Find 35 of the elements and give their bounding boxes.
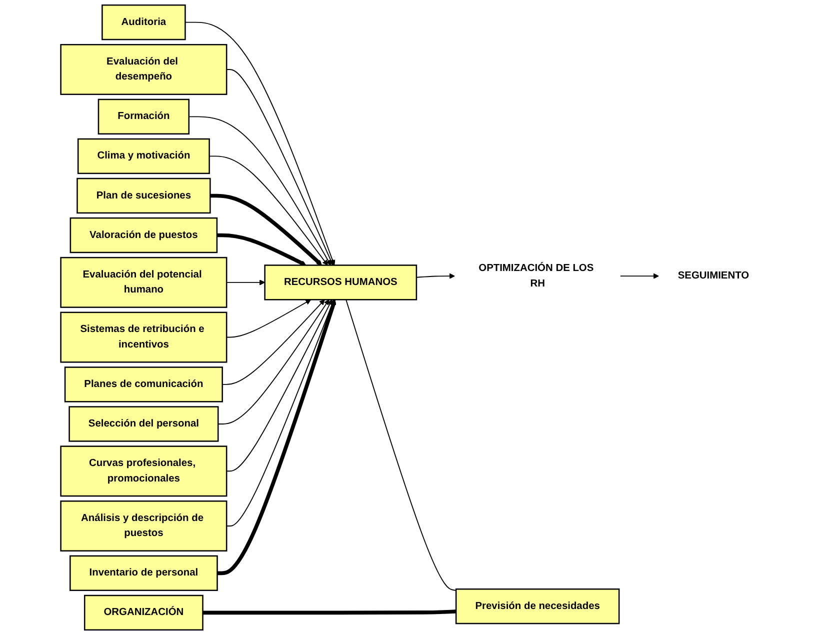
arrow [620,273,659,279]
arrow [188,116,332,266]
arrow [226,299,335,526]
node-box: Inventario de personal [70,555,218,591]
arrow [416,273,455,279]
node-text: OPTIMIZACIÓN DE LOS RH [478,262,594,289]
node-box: Análisis y descripción de puestos [60,500,228,552]
arrow [226,299,332,472]
node-box: Formación [98,98,190,135]
arrow [217,299,336,576]
node-text: SEGUIMIENTO [678,270,750,282]
arrow [208,156,328,266]
connector [202,610,456,615]
arrow [222,299,325,385]
node-box: Valoración de puestos [70,217,218,254]
node-box: Curvas profesionales, promocionales [60,446,228,497]
node-box: RECURSOS HUMANOS [264,264,418,300]
node-box: ORGANIZACIÓN [84,594,204,631]
node-box: Selección del personal [68,406,219,442]
node-box: Evaluación del potencial humano [60,256,228,308]
arrow [226,280,266,286]
node-box: Auditoria [102,4,186,40]
arrow [216,233,306,266]
arrow [210,194,322,266]
arrow [218,299,330,424]
node-box: Planes de comunicación [64,366,223,402]
node-box: Previsión de necesidades [455,588,620,624]
node-box: Clima y motivación [77,138,210,174]
node-box: Sistemas de retribución e incentivos [60,312,228,363]
arrow [226,299,312,338]
connector [346,299,457,591]
arrow [226,69,334,266]
node-box: Evaluación del desempeño [60,44,228,95]
node-box: Plan de sucesiones [76,178,211,214]
arrow [184,22,336,266]
